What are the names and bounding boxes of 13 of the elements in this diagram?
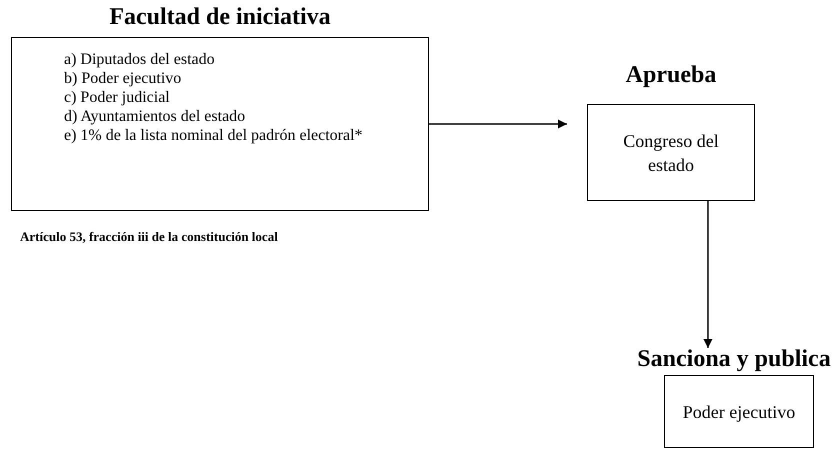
list-item: a) Diputados del estado xyxy=(63,50,216,69)
list-item: d) Ayuntamientos del estado xyxy=(63,107,246,126)
node-heading: Facultad de iniciativa xyxy=(108,4,332,31)
list-item: c) Poder judicial xyxy=(63,88,171,107)
node-heading: Sanciona y publica xyxy=(636,346,832,373)
caption-text: Artículo 53, fracción iii de la constitución local xyxy=(20,229,278,245)
box-text: Poder ejecutivo xyxy=(682,400,796,424)
node-heading: Aprueba xyxy=(624,62,718,89)
list-item: e) 1% de la lista nominal del padrón electoral* xyxy=(63,126,364,145)
box-text: Congreso del estado xyxy=(622,130,720,176)
arrow xyxy=(429,120,567,128)
list-item: b) Poder ejecutivo xyxy=(63,69,182,88)
arrow xyxy=(703,201,712,348)
